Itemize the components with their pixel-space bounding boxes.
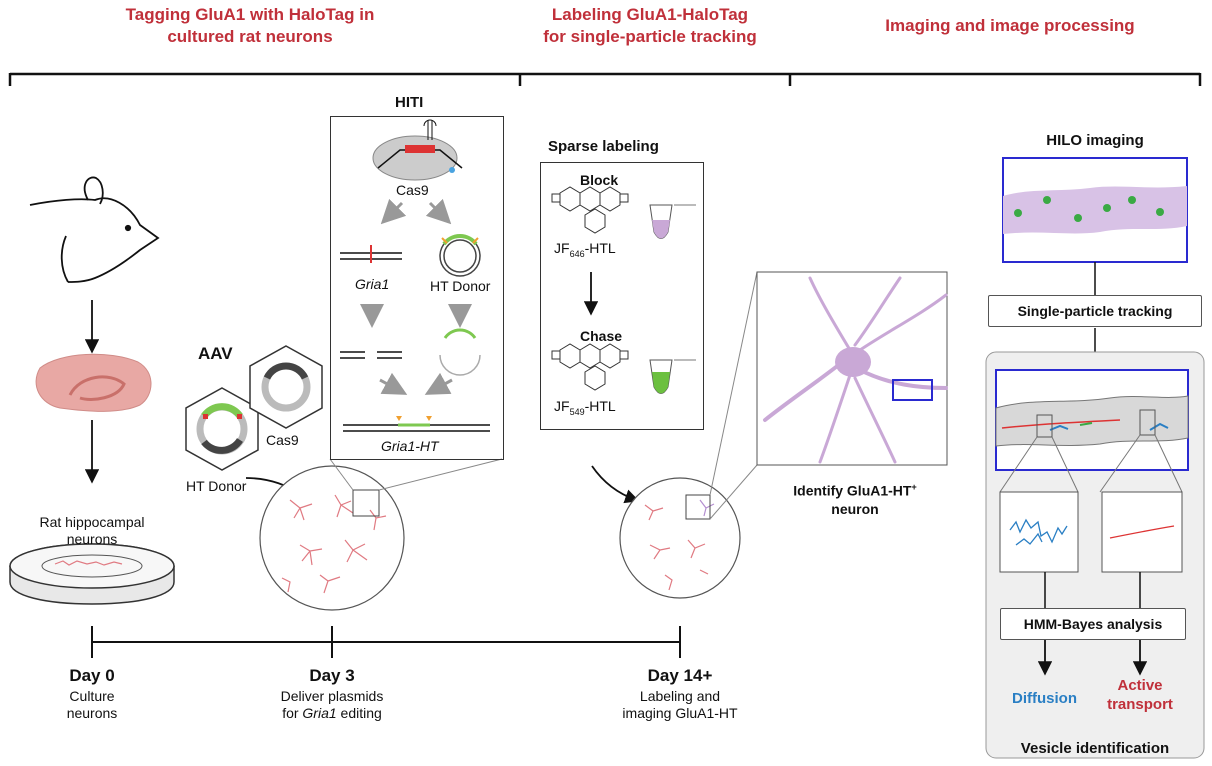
zoom-line (709, 271, 758, 496)
arrow (591, 465, 640, 504)
rat-neurons-label-line1: Rat hippocampal (39, 514, 145, 530)
identify-line1: Identify GluA1-HT (793, 482, 912, 499)
day0-sub-line1: Culture (69, 688, 115, 704)
hmm-box: HMM-Bayes analysis (1000, 608, 1186, 640)
hiti-cas9-complex (372, 119, 463, 181)
hilo-image (1002, 157, 1188, 263)
aav-ht-donor-label: HT Donor (186, 478, 247, 494)
timeline-axis (91, 626, 681, 658)
section2-header-line2: for single-particle tracking (543, 27, 757, 46)
section1-header: Tagging GluA1 with HaloTag in cultured r… (80, 4, 420, 48)
gria1-locus (340, 245, 402, 263)
brain-icon (35, 353, 152, 412)
transport-trajectory (1101, 491, 1183, 573)
day3-sub-post: editing (336, 705, 382, 721)
day3-label: Day 3 (309, 666, 355, 685)
day0-sub-line2: neurons (66, 705, 118, 721)
section-bracket (8, 72, 1202, 86)
vesicle-title: Vesicle identification (1020, 740, 1170, 757)
hiti-arrows (360, 198, 472, 395)
hiti-product-label: Gria1-HT (381, 438, 439, 454)
aav-cas9-plasmid (249, 345, 323, 429)
day3-sub: Deliver plasmids for Gria1 editing (252, 688, 412, 722)
active-transport-label: Active transport (1100, 676, 1180, 714)
day0-sub: Culture neurons (42, 688, 142, 722)
block-label: Block (580, 172, 619, 188)
day0-label: Day 0 (69, 666, 115, 685)
hilo-title: HILO imaging (1046, 132, 1144, 149)
neuron-image (756, 271, 948, 466)
day3-dish (259, 465, 405, 611)
hiti-panel (330, 116, 504, 460)
section2-header: Labeling GluA1-HaloTag for single-partic… (510, 4, 790, 48)
jf549-main: JF (554, 398, 570, 414)
ht-donor-circle (439, 234, 481, 277)
cut-locus (340, 351, 402, 359)
jf646-dye-structure (551, 186, 629, 234)
rat-icon (29, 176, 160, 283)
day14-sub: Labeling and imaging GluA1-HT (600, 688, 760, 722)
jf549-label: JF549-HTL (554, 398, 616, 417)
spt-box: Single-particle tracking (988, 295, 1202, 327)
identify-sup: + (911, 482, 917, 492)
active-line1: Active (1117, 677, 1163, 694)
zoom-line (329, 458, 354, 491)
day14-sub-line2: imaging GluA1-HT (622, 705, 738, 721)
active-line2: transport (1107, 696, 1173, 713)
tracking-image (995, 369, 1189, 471)
gria1-ht-product (343, 416, 490, 432)
jf549-suffix: -HTL (584, 398, 616, 414)
hiti-cas9-label: Cas9 (396, 182, 429, 198)
linear-donor (439, 328, 481, 376)
tube-green (649, 359, 696, 394)
tube-purple (649, 204, 696, 239)
jf646-label: JF646-HTL (554, 240, 616, 259)
day14-label: Day 14+ (647, 666, 713, 685)
rat-neurons-label-line2: neurons (66, 531, 118, 547)
hiti-title: HITI (395, 94, 424, 111)
day3-sub-line1: Deliver plasmids (280, 688, 384, 704)
diffusion-trajectory (999, 491, 1079, 573)
jf646-suffix: -HTL (584, 240, 616, 256)
section2-header-line1: Labeling GluA1-HaloTag (551, 5, 749, 24)
zoom-line (378, 458, 503, 491)
day14-sub-line1: Labeling and (639, 688, 721, 704)
jf549-dye-structure (551, 343, 629, 391)
rat-neurons-label: Rat hippocampal neurons (12, 514, 172, 548)
day14-dish (619, 477, 741, 599)
aav-cas9-label: Cas9 (266, 432, 299, 448)
diffusion-label: Diffusion (1012, 690, 1077, 707)
identify-line2: neuron (831, 500, 879, 517)
culture-dish-icon (9, 543, 175, 605)
hiti-gria1-label: Gria1 (355, 276, 390, 292)
sparse-title: Sparse labeling (548, 138, 659, 155)
section1-header-line2: cultured rat neurons (167, 27, 333, 46)
day3-sub-pre: for (282, 705, 303, 721)
hiti-ht-donor-label: HT Donor (430, 278, 491, 294)
chase-label: Chase (580, 328, 623, 344)
sparse-panel (540, 162, 704, 430)
section3-header: Imaging and image processing (885, 16, 1135, 35)
section1-header-line1: Tagging GluA1 with HaloTag in (125, 5, 375, 24)
aav-title: AAV (198, 344, 233, 363)
jf646-sub: 646 (569, 248, 585, 259)
aav-ht-donor-plasmid (185, 387, 259, 471)
jf646-main: JF (554, 240, 570, 256)
day3-sub-gene: Gria1 (302, 705, 337, 721)
zoom-line (709, 464, 758, 520)
identify-label: Identify GluA1-HT+ neuron (760, 478, 950, 518)
jf549-sub: 549 (569, 406, 585, 417)
day3-sub-line2: for Gria1 editing (252, 705, 412, 722)
